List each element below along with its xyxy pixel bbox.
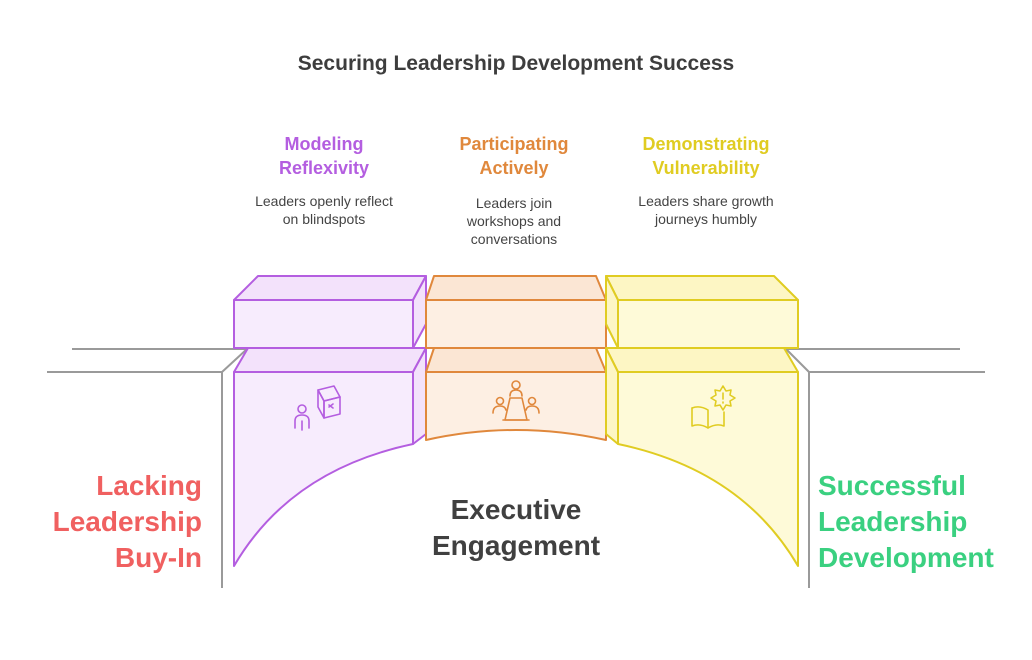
left-label-lacking-buy-in: Lacking Leadership Buy-In bbox=[20, 468, 202, 576]
label-line: Executive bbox=[450, 494, 582, 525]
column-heading-modeling-reflexivity: Modeling Reflexivity bbox=[234, 132, 414, 180]
open-book-with-alert-icon bbox=[691, 385, 736, 429]
orange-upper-top bbox=[425, 275, 607, 301]
bridge-segment-participating-actively bbox=[425, 275, 607, 441]
center-label-executive-engagement: Executive Engagement bbox=[366, 492, 666, 564]
column-description-modeling-reflexivity: Leaders openly reflect on blindspots bbox=[234, 192, 414, 228]
heading-line: Modeling bbox=[284, 134, 364, 154]
heading-line: Demonstrating bbox=[642, 134, 770, 154]
label-line: Development bbox=[818, 542, 994, 573]
column-heading-participating-actively: Participating Actively bbox=[424, 132, 604, 180]
column-heading-demonstrating-vulnerability: Demonstrating Vulnerability bbox=[616, 132, 796, 180]
description-line: Leaders openly reflect bbox=[255, 193, 393, 209]
yellow-upper-top bbox=[605, 275, 799, 301]
heading-line: Actively bbox=[479, 158, 549, 178]
yellow-upper-front bbox=[617, 299, 799, 349]
description-line: conversations bbox=[470, 231, 558, 247]
purple-upper-top bbox=[233, 275, 427, 301]
label-line: Lacking bbox=[96, 470, 202, 501]
description-line: workshops and bbox=[466, 213, 562, 229]
description-line: Leaders join bbox=[475, 195, 553, 211]
description-line: journeys humbly bbox=[655, 211, 757, 227]
purple-upper-front bbox=[233, 299, 414, 349]
heading-line: Participating bbox=[459, 134, 569, 154]
bridge-segment-demonstrating-vulnerability bbox=[605, 275, 799, 567]
orange-lower-top bbox=[425, 347, 607, 373]
orange-upper-front bbox=[425, 299, 607, 349]
label-line: Leadership bbox=[52, 506, 202, 537]
purple-arch-front bbox=[233, 371, 414, 567]
yellow-lower-top bbox=[605, 347, 799, 373]
yellow-lower-side bbox=[605, 347, 619, 445]
label-line: Buy-In bbox=[114, 542, 202, 573]
label-line: Leadership bbox=[818, 506, 968, 537]
purple-lower-top bbox=[233, 347, 427, 373]
yellow-arch-front bbox=[617, 371, 799, 567]
left-cliff bbox=[47, 348, 248, 588]
heading-line: Reflexivity bbox=[278, 158, 370, 178]
diagram-title: Securing Leadership Development Success bbox=[297, 52, 735, 75]
heading-line: Vulnerability bbox=[652, 158, 760, 178]
person-with-puzzle-box-icon bbox=[294, 385, 341, 431]
column-description-participating-actively: Leaders join workshops and conversations bbox=[424, 194, 604, 248]
description-line: on blindspots bbox=[282, 211, 366, 227]
column-description-demonstrating-vulnerability: Leaders share growth journeys humbly bbox=[616, 192, 796, 228]
orange-arch-front bbox=[425, 371, 607, 441]
meeting-table-icon bbox=[492, 380, 540, 421]
description-line: Leaders share growth bbox=[638, 193, 774, 209]
label-line: Engagement bbox=[431, 530, 601, 561]
right-cliff bbox=[785, 348, 985, 588]
label-line: Successful bbox=[818, 470, 966, 501]
right-label-successful-development: Successful Leadership Development bbox=[818, 468, 1018, 576]
